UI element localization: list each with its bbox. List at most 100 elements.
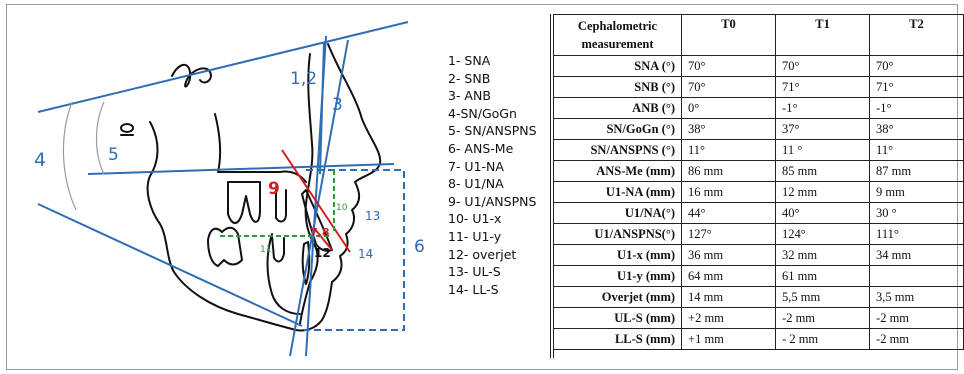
angle-arc-4 <box>62 101 77 211</box>
measurement-cell: U1-NA (mm) <box>552 181 683 203</box>
t1-cell: 85 mm <box>775 160 871 182</box>
mandible-inner <box>266 233 301 315</box>
t2-cell: 87 mm <box>869 160 964 182</box>
t1-cell: 71° <box>775 76 871 98</box>
t0-cell: 70° <box>681 76 777 98</box>
table-row: SN/GoGn (°)38°37°38° <box>552 118 964 140</box>
maxilla-outline <box>214 113 307 183</box>
t1-cell: 32 mm <box>775 244 871 266</box>
u1-ansp-line <box>281 149 351 253</box>
t2-cell: 38° <box>869 118 964 140</box>
t0-cell: 86 mm <box>681 160 777 182</box>
t0-cell: 0° <box>681 97 777 119</box>
label-10: 10 <box>336 203 348 213</box>
t1-cell: -1° <box>775 97 871 119</box>
t2-cell: 70° <box>869 55 964 77</box>
label-1-2: 1,2 <box>290 69 317 89</box>
label-3: 3 <box>332 95 343 115</box>
t1-cell: 5,5 mm <box>775 286 871 308</box>
soft-tissue-profile <box>295 43 382 332</box>
t2-cell: 30 ° <box>869 202 964 224</box>
legend-item: 6- ANS-Me <box>448 140 514 156</box>
legend-item: 4-SN/GoGn <box>448 105 517 121</box>
t2-cell <box>869 265 964 287</box>
t1-cell: -2 mm <box>775 307 871 329</box>
t0-cell: 11° <box>681 139 777 161</box>
table-row: U1/NA(°)44°40°30 ° <box>552 202 964 224</box>
measurement-cell: UL-S (mm) <box>552 307 683 329</box>
measurement-cell: U1-y (mm) <box>552 265 683 287</box>
t1-cell: 11 ° <box>775 139 871 161</box>
ans-me-box <box>304 169 405 331</box>
t0-cell: 70° <box>681 55 777 77</box>
label-7-8: 7,8 <box>310 226 330 239</box>
legend-item: 9- U1/ANSPNS <box>448 193 537 209</box>
ear-rod <box>120 123 134 133</box>
t1-cell: 70° <box>775 55 871 77</box>
t2-cell: 71° <box>869 76 964 98</box>
table-row: SNB (°)70°71°71° <box>552 76 964 98</box>
t2-cell: -1° <box>869 97 964 119</box>
vertical-na <box>319 41 325 175</box>
t1-cell: - 2 mm <box>775 328 871 350</box>
reference-lines <box>37 21 409 357</box>
u1-xy <box>220 170 335 237</box>
t0-cell: 127° <box>681 223 777 245</box>
legend-item: 5- SN/ANSPNS <box>448 123 537 139</box>
measurement-cell: U1-x (mm) <box>552 244 683 266</box>
t2-cell: 11° <box>869 139 964 161</box>
label-14: 14 <box>358 247 373 261</box>
t0-cell: 38° <box>681 118 777 140</box>
t1-cell: 37° <box>775 118 871 140</box>
measurement-cell: U1/ANSPNS(°) <box>552 223 683 245</box>
table-row: SNA (°)70°70°70° <box>552 55 964 77</box>
legend-item: 8- U1/NA <box>448 176 504 192</box>
t2-cell: 9 mm <box>869 181 964 203</box>
legend-item: 2- SNB <box>448 70 491 86</box>
measurement-legend: 1- SNA 2- SNB 3- ANB 4-SN/GoGn 5- SN/ANS… <box>448 52 558 298</box>
t1-cell: 61 mm <box>775 265 871 287</box>
t0-cell: 44° <box>681 202 777 224</box>
nb-line <box>289 39 349 357</box>
table-row: LL-S (mm)+1 mm- 2 mm-2 mm <box>552 328 964 350</box>
label-13: 13 <box>365 209 380 223</box>
t2-cell: 34 mm <box>869 244 964 266</box>
legend-item: 3- ANB <box>448 88 491 104</box>
legend-item: 13- UL-S <box>448 264 501 280</box>
measurement-cell: ANS-Me (mm) <box>552 160 683 182</box>
table-row: UL-S (mm)+2 mm-2 mm-2 mm <box>552 307 964 329</box>
upper-incisor <box>301 189 333 252</box>
label-12: 12 <box>314 246 331 260</box>
t2-cell: -2 mm <box>869 328 964 350</box>
legend-item: 10- U1-x <box>448 211 502 227</box>
t1-cell: 124° <box>775 223 871 245</box>
label-9: 9 <box>268 179 280 199</box>
gogn-line <box>37 203 303 327</box>
measurement-cell: ANB (°) <box>552 97 683 119</box>
premolar <box>275 189 287 223</box>
label-5: 5 <box>108 145 119 165</box>
sn-line <box>37 21 409 113</box>
t1-cell: 40° <box>775 202 871 224</box>
legend-item: 11- U1-y <box>448 228 502 244</box>
bone-profile <box>299 53 319 325</box>
angle-arc-5 <box>95 101 105 175</box>
measurement-cell: U1/NA(°) <box>552 202 683 224</box>
t1-cell: 12 mm <box>775 181 871 203</box>
t0-cell: 16 mm <box>681 181 777 203</box>
label-11: 11 <box>260 245 271 255</box>
table-row: ANB (°)0°-1°-1° <box>552 97 964 119</box>
measurement-cell: SN/GoGn (°) <box>552 118 683 140</box>
measurement-cell: SN/ANSPNS (°) <box>552 139 683 161</box>
label-4: 4 <box>34 149 46 171</box>
face-profile-outline <box>120 43 382 332</box>
u1-na-line <box>313 227 333 251</box>
header-t2: T2 <box>869 14 964 56</box>
lower-molar <box>207 226 243 267</box>
